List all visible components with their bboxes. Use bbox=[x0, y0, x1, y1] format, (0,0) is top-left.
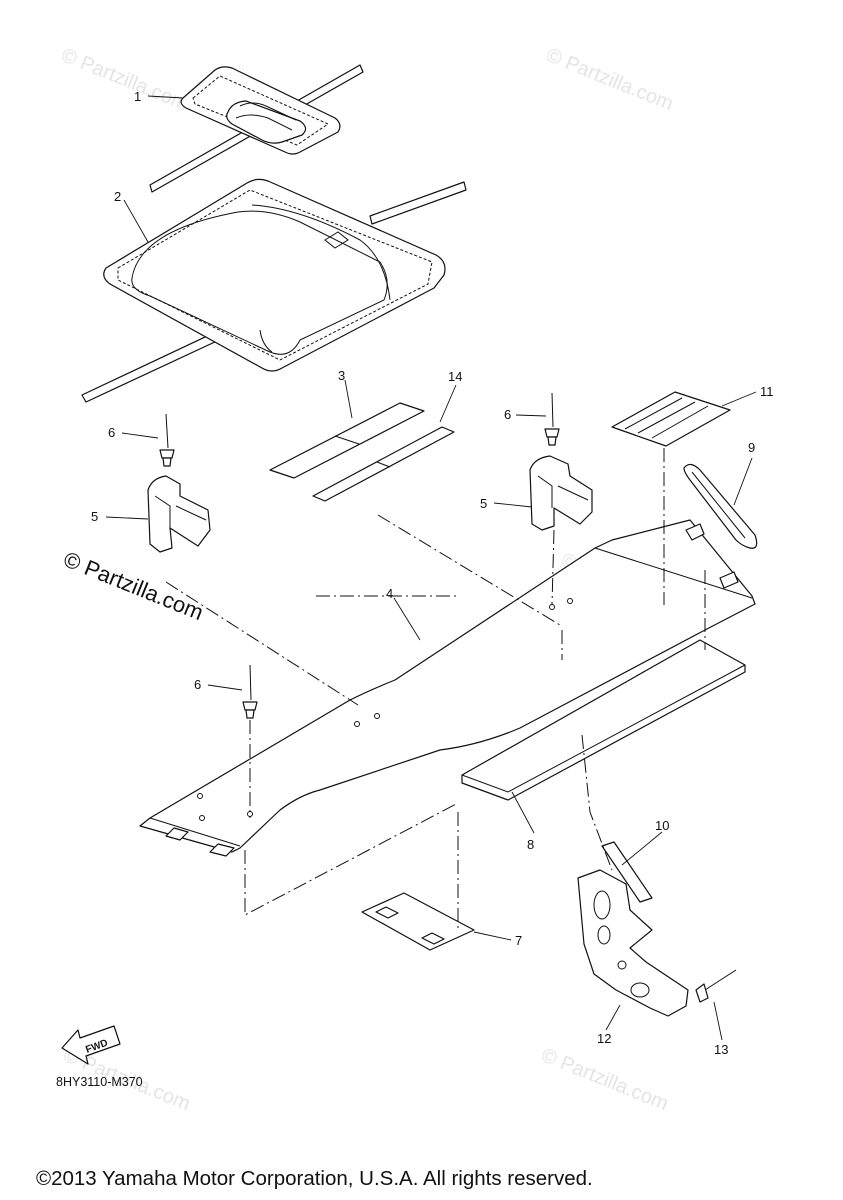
callout-1: 1 bbox=[134, 89, 141, 104]
part-10-pad bbox=[601, 841, 653, 903]
part-5-clip-right bbox=[529, 455, 593, 531]
watermark-top-left: © Partzilla.com bbox=[58, 44, 191, 115]
callout-6-bottom: 6 bbox=[194, 677, 201, 692]
part-11-pad bbox=[611, 391, 731, 447]
part-3-decal bbox=[269, 402, 425, 479]
callout-5-left: 5 bbox=[91, 509, 98, 524]
watermark-bottom-right: © Partzilla.com bbox=[538, 1044, 671, 1115]
copyright-notice: ©2013 Yamaha Motor Corporation, U.S.A. A… bbox=[36, 1167, 593, 1190]
callout-labels: 1 2 3 14 4 5 5 6 6 6 7 8 9 10 11 12 13 bbox=[91, 89, 774, 1057]
part-9-loop-hose bbox=[683, 463, 758, 549]
callout-4: 4 bbox=[386, 586, 393, 601]
part-13-rivet bbox=[695, 969, 737, 1003]
watermark-main: © Partzilla.com bbox=[60, 546, 207, 625]
part-2-cover-pouch bbox=[81, 178, 467, 403]
assembly-lines bbox=[165, 448, 706, 930]
part-12-bracket bbox=[577, 869, 689, 1017]
part-6-rivet-left bbox=[159, 413, 175, 467]
watermark-top-right: © Partzilla.com bbox=[543, 44, 676, 115]
callout-14: 14 bbox=[448, 369, 462, 384]
callout-2: 2 bbox=[114, 189, 121, 204]
callout-8: 8 bbox=[527, 837, 534, 852]
callout-7: 7 bbox=[515, 933, 522, 948]
callout-13: 13 bbox=[714, 1042, 728, 1057]
callout-6-left: 6 bbox=[108, 425, 115, 440]
part-1-strap-pouch bbox=[149, 64, 364, 193]
part-5-clip-left bbox=[147, 475, 211, 553]
callout-3: 3 bbox=[338, 368, 345, 383]
leader-lines bbox=[105, 95, 757, 1041]
part-8-foam-strip bbox=[461, 639, 746, 801]
callout-12: 12 bbox=[597, 1031, 611, 1046]
part-6-rivet-bottom bbox=[242, 664, 258, 719]
callout-11: 11 bbox=[760, 384, 774, 399]
callout-10: 10 bbox=[655, 818, 669, 833]
callout-5-right: 5 bbox=[480, 496, 487, 511]
part-4-main-plate bbox=[139, 519, 756, 857]
callout-6-right: 6 bbox=[504, 407, 511, 422]
part-14-decal bbox=[312, 426, 455, 502]
part-6-rivet-right bbox=[544, 392, 560, 446]
part-7-plate bbox=[361, 892, 475, 951]
callout-9: 9 bbox=[748, 440, 755, 455]
diagram-code: 8HY3110-M370 bbox=[56, 1075, 143, 1089]
